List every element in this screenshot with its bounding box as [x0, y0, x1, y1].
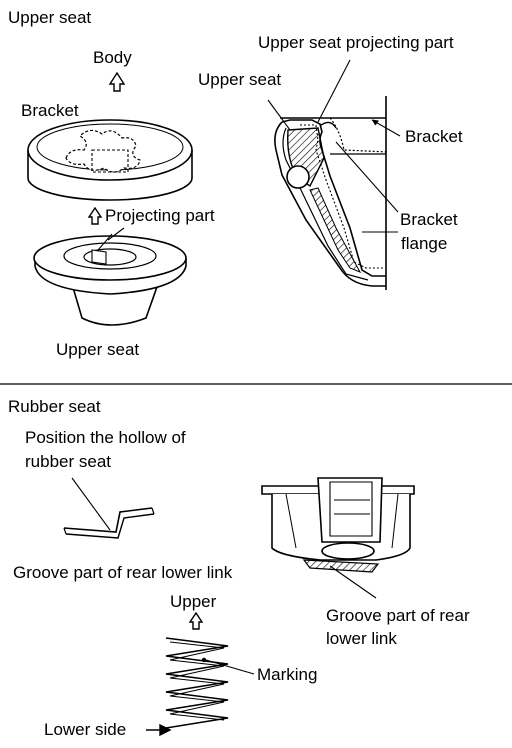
upper-seat-bottom-label: Upper seat [56, 340, 140, 359]
marking-label: Marking [257, 665, 318, 684]
position-hollow-label-line1: Position the hollow of [25, 428, 186, 447]
upper-leader-lines [107, 59, 401, 241]
groove-right-label-line1: Groove part of rear [326, 606, 470, 625]
lower-section-heading: Rubber seat [8, 397, 101, 416]
upper-seat-part [33, 233, 187, 326]
lower-side-label: Lower side [44, 720, 127, 739]
bracket-flange-label-line1: Bracket [400, 210, 458, 229]
coil-spring [165, 637, 255, 729]
body-label: Body [93, 48, 132, 67]
upper-label: Upper [170, 592, 217, 611]
projecting-part-up-arrow-icon [87, 206, 103, 225]
groove-right-label-line2: lower link [326, 629, 397, 648]
projecting-part-label: Projecting part [105, 206, 215, 225]
bracket-section-label: Bracket [405, 127, 463, 146]
bracket-label: Bracket [21, 101, 79, 120]
position-hollow-label-line2: rubber seat [25, 452, 111, 471]
rear-lower-link-assembly [261, 477, 415, 599]
lower-side-leader-arrow-icon [146, 723, 172, 737]
upper-seat-projecting-part-label: Upper seat projecting part [258, 33, 454, 52]
rubber-seat-piece [63, 477, 155, 539]
upper-seat-cross-section [274, 96, 389, 290]
body-up-arrow-icon [108, 71, 126, 92]
upper-seat-section-label: Upper seat [198, 70, 282, 89]
spring-upper-arrow-icon [188, 611, 204, 630]
bracket-flange-label-line2: flange [401, 234, 448, 253]
bracket-disc [27, 119, 193, 201]
groove-left-label: Groove part of rear lower link [13, 563, 233, 582]
upper-section-heading: Upper seat [8, 8, 92, 27]
